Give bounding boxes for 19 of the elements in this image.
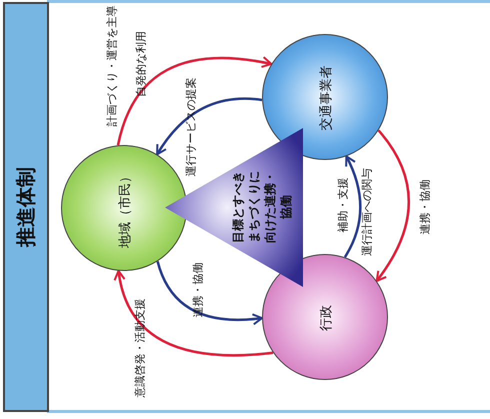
edge-label: 補助・支援 [336, 178, 350, 232]
node-label: 目標とすべきまちづくりに向けた連携・協働 [230, 170, 294, 244]
arrow [114, 270, 274, 357]
arrow [376, 130, 410, 282]
edge-label: 意識啓発・活動支援 [132, 298, 148, 398]
edge-label: 計画づくり・運営を主導 [104, 6, 120, 126]
node-label: 交通事業者 [318, 66, 335, 130]
annotation-label: 運行計画への関与 [360, 168, 374, 256]
annotation-label: 自発的な利用 [134, 31, 148, 97]
node-label: 行政 [318, 305, 335, 331]
arrow [116, 56, 272, 146]
edge-label: 運行サービスの提案 [184, 78, 198, 176]
edge-label: 連携・協働 [190, 262, 206, 318]
title: 推進体制 [12, 167, 38, 247]
node-label: 地域（市民） [117, 170, 134, 248]
edge-label: 連携・協働 [418, 180, 432, 234]
arrow [344, 155, 362, 258]
arrow [156, 97, 262, 156]
arrow [156, 260, 263, 325]
